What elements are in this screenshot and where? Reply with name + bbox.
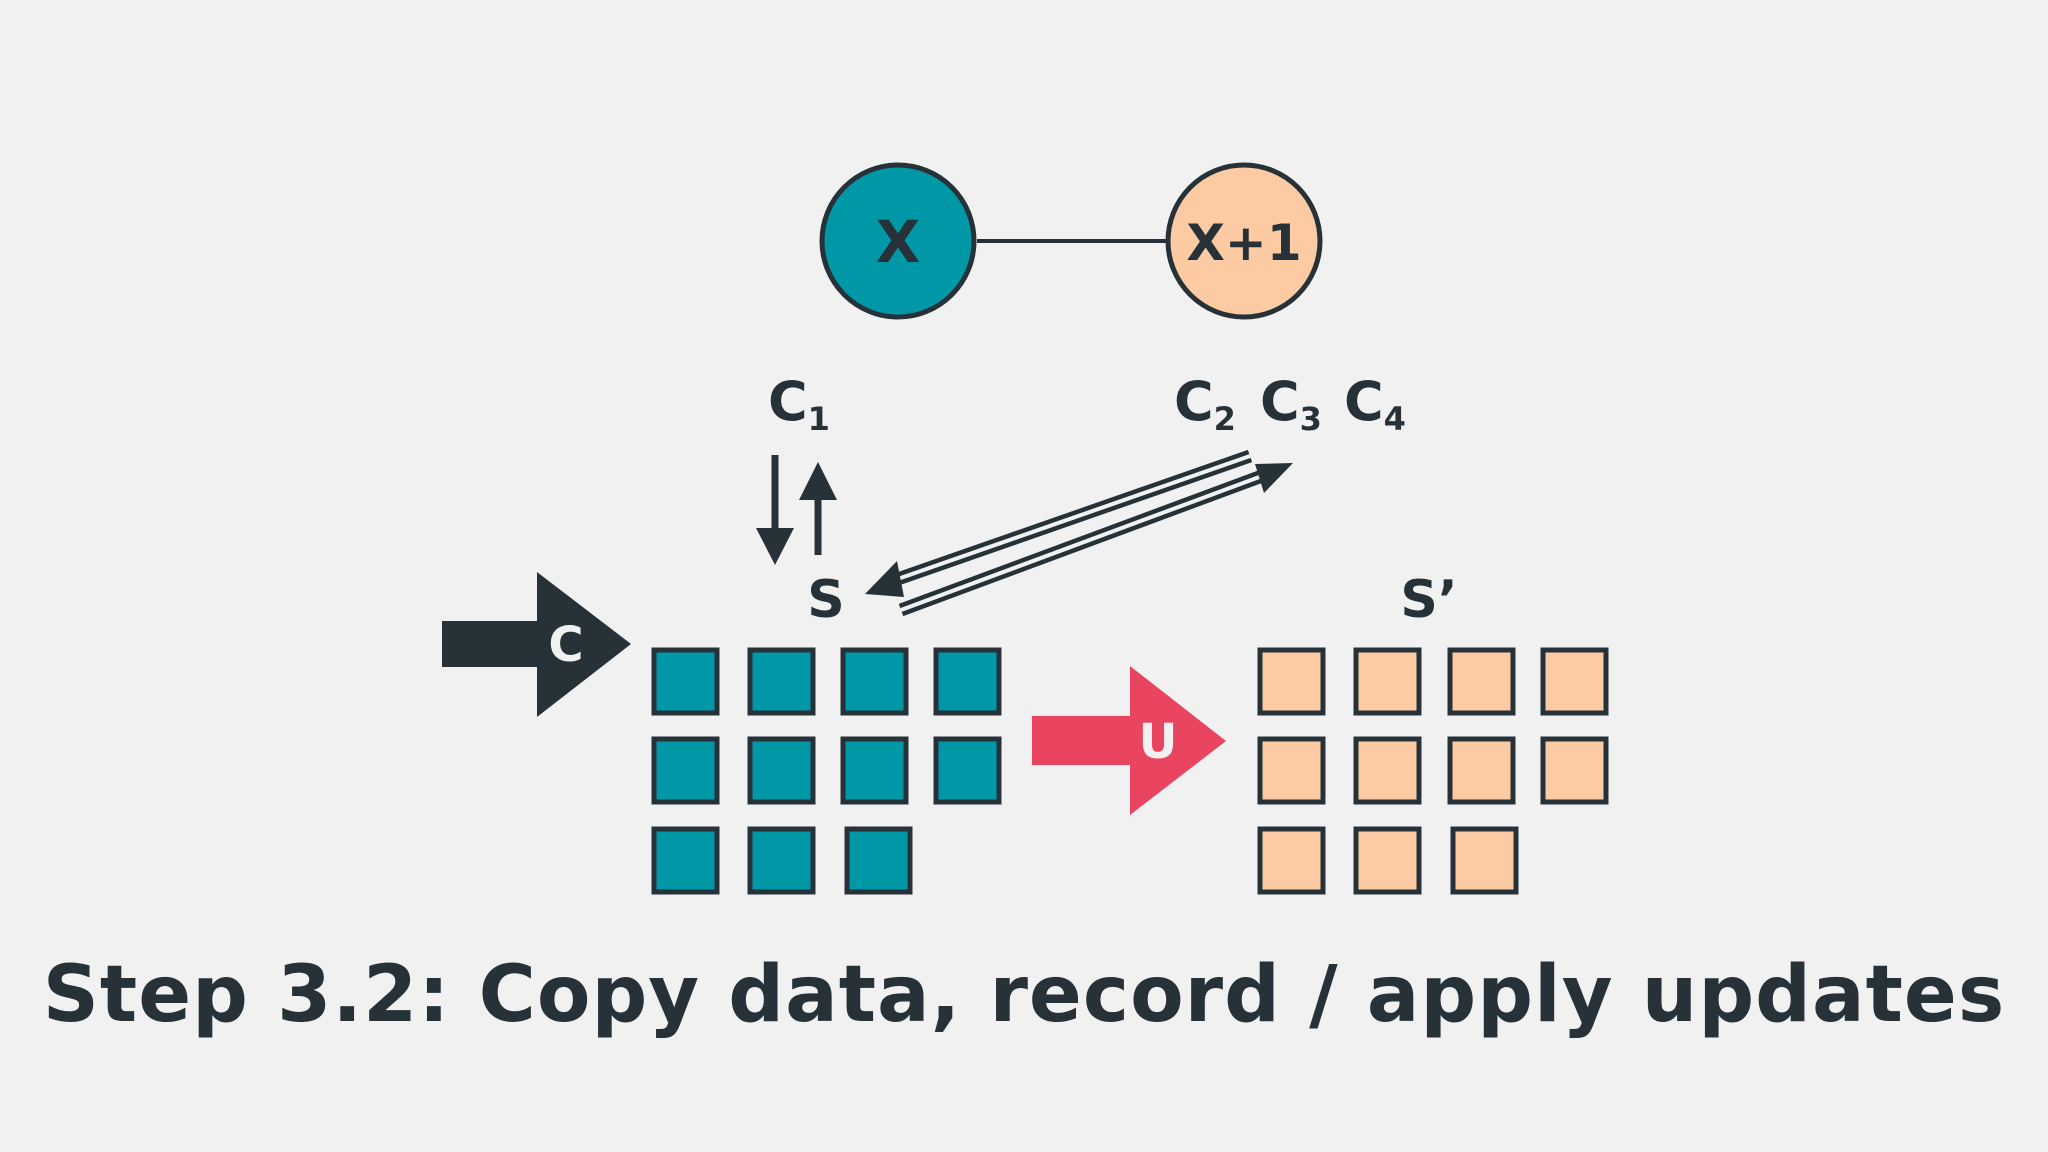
- s-to-clients-arrow-fill: [900, 474, 1263, 612]
- update-arrow: [1032, 666, 1226, 815]
- node-x-label: X: [876, 208, 921, 276]
- client-label-c4: C4: [1344, 370, 1406, 438]
- source-block: [933, 736, 1002, 805]
- clients-to-s-arrowhead: [865, 561, 904, 597]
- source-block: [933, 647, 1002, 716]
- target-data-grid: [1257, 647, 1609, 895]
- update-arrow-label: U: [1139, 714, 1178, 770]
- source-block: [747, 826, 816, 895]
- source-block: [747, 736, 816, 805]
- target-block: [1257, 736, 1326, 805]
- target-block: [1540, 647, 1609, 716]
- s-to-clients-arrowhead: [1255, 463, 1293, 493]
- client-label-c3: C3: [1260, 370, 1322, 438]
- source-shard-label: S: [807, 570, 844, 630]
- source-block: [747, 647, 816, 716]
- node-x-plus-1-label: X+1: [1186, 214, 1301, 272]
- client-label-c1: C1: [768, 370, 830, 438]
- target-block: [1447, 647, 1516, 716]
- target-shard-label: S’: [1400, 570, 1457, 630]
- clients-to-s-arrow-fill: [891, 454, 1251, 583]
- source-block: [651, 826, 720, 895]
- target-block: [1540, 736, 1609, 805]
- copy-arrow: [442, 572, 631, 717]
- slide-caption: Step 3.2: Copy data, record / apply upda…: [42, 950, 2006, 1040]
- target-block: [1353, 647, 1422, 716]
- target-block: [1353, 736, 1422, 805]
- source-block: [840, 736, 909, 805]
- node-x-plus-1: [1165, 162, 1323, 320]
- node-x: [819, 162, 977, 320]
- source-block: [844, 826, 913, 895]
- source-block: [651, 736, 720, 805]
- target-block: [1257, 647, 1326, 716]
- client-label-c2: C2: [1174, 370, 1236, 438]
- target-block: [1353, 826, 1422, 895]
- source-data-grid: [651, 647, 1002, 895]
- c1-down-arrowhead: [756, 528, 794, 565]
- target-block: [1450, 826, 1519, 895]
- source-block: [651, 647, 720, 716]
- copy-arrow-label: C: [548, 617, 583, 673]
- source-block: [840, 647, 909, 716]
- s-up-arrowhead: [799, 462, 837, 500]
- target-block: [1447, 736, 1516, 805]
- target-block: [1257, 826, 1326, 895]
